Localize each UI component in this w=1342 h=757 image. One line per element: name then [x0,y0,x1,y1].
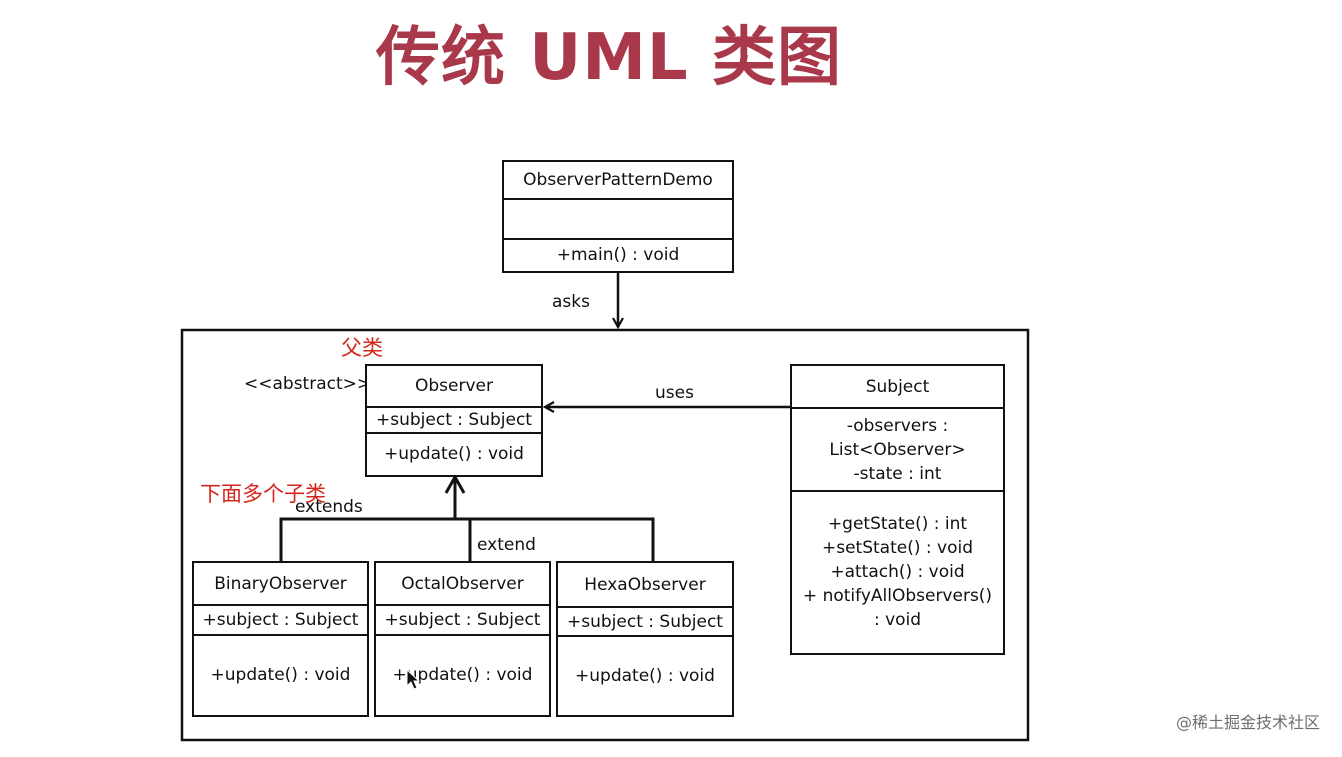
class-name: OctalObserver [401,573,524,594]
class-attribute: -state : int [853,463,942,484]
class-subject: Subject -observers : List<Observer> -sta… [790,364,1005,655]
class-observer-pattern-demo: ObserverPatternDemo +main() : void [502,160,734,273]
class-attribute: List<Observer> [829,439,966,460]
class-attribute: +subject : Subject [558,606,732,635]
page-title: 传统 UML 类图 [376,21,842,95]
class-method: +attach() : void [830,562,965,582]
class-method: +update() : void [194,634,367,714]
class-method: +getState() : int [827,514,968,534]
subclasses-annotation: 下面多个子类 [200,482,326,506]
uses-label: uses [655,383,694,403]
class-attribute: +subject : Subject [367,406,541,432]
extends-connector [279,473,655,561]
class-name: BinaryObserver [214,573,347,594]
class-method: + notifyAllObservers() [802,586,993,606]
class-method: +update() : void [558,635,732,714]
class-method: +update() : void [367,432,541,474]
class-hexa-observer: HexaObserver +subject : Subject +update(… [556,561,734,717]
class-observer: Observer +subject : Subject +update() : … [365,364,543,477]
watermark: @稀土掘金技术社区 [1175,713,1320,732]
class-name: Subject [865,376,930,397]
class-name: HexaObserver [584,574,706,595]
class-name: Observer [415,376,493,396]
extends-label: extends [295,497,363,517]
class-attribute: +subject : Subject [194,604,367,634]
class-name: ObserverPatternDemo [523,170,713,190]
class-methods: +getState() : int +setState() : void +at… [792,490,1003,652]
class-method: +main() : void [504,238,732,270]
class-attribute: -observers : [846,415,949,436]
class-attribute: +subject : Subject [376,604,549,634]
mouse-cursor-icon [406,669,420,690]
class-attributes: -observers : List<Observer> -state : int [792,407,1003,490]
package-frame [180,328,1030,742]
class-binary-observer: BinaryObserver +subject : Subject +updat… [192,561,369,717]
asks-label: asks [552,292,590,312]
class-method: +update() : void [376,634,549,714]
extend-label: extend [477,535,536,555]
class-attributes [504,198,732,238]
abstract-stereotype: <<abstract>> [244,374,372,394]
parent-class-annotation: 父类 [341,336,383,360]
class-method: : void [873,610,922,630]
class-method: +setState() : void [822,538,973,558]
class-octal-observer: OctalObserver +subject : Subject +update… [374,561,551,717]
